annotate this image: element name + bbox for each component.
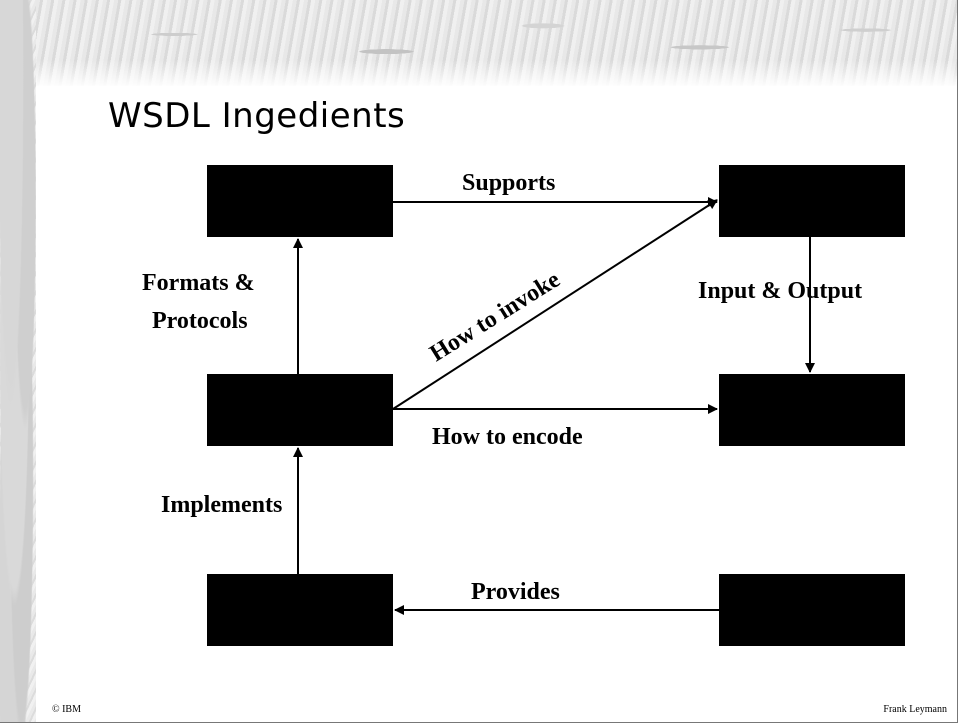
- label-formats-line2: Protocols: [152, 308, 248, 334]
- box-bottom-right: [719, 574, 905, 646]
- box-middle-right: [719, 374, 905, 446]
- label-how-to-encode: How to encode: [432, 424, 583, 450]
- footer-author: Frank Leymann: [883, 704, 947, 715]
- label-supports: Supports: [462, 170, 555, 196]
- banner-fade: [36, 60, 957, 88]
- box-middle-left: [207, 374, 393, 446]
- label-input-output: Input & Output: [698, 278, 862, 304]
- box-top-left: [207, 165, 393, 237]
- arrow-how-to-invoke: [392, 199, 718, 410]
- label-implements: Implements: [161, 492, 282, 518]
- box-bottom-left: [207, 574, 393, 646]
- label-formats-line1: Formats &: [142, 270, 255, 296]
- decorative-leaf-strip: [0, 0, 36, 722]
- label-how-to-invoke: How to invoke: [425, 266, 565, 367]
- label-provides: Provides: [471, 579, 560, 605]
- footer-copyright: © IBM: [52, 704, 81, 715]
- slide-title: WSDL Ingedients: [108, 96, 406, 136]
- box-top-right: [719, 165, 905, 237]
